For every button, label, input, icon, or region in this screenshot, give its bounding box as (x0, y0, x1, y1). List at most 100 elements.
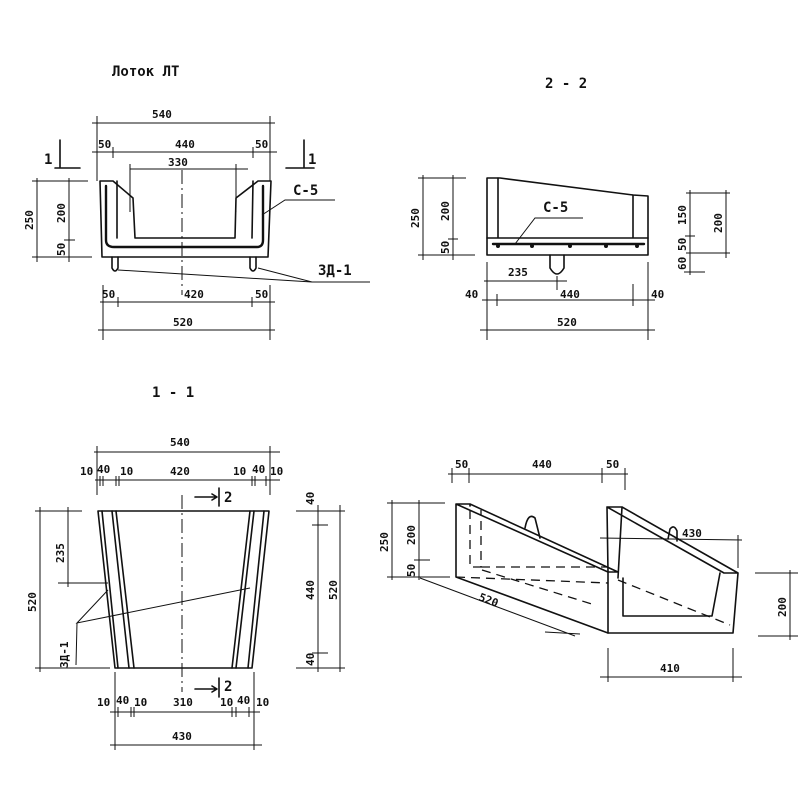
dim-540: 540 (152, 108, 172, 121)
dim-line-200-right (755, 570, 798, 640)
dim-420: 420 (184, 288, 204, 301)
leader-zd1 (117, 267, 370, 283)
dim-50-right: 50 (255, 138, 268, 151)
dim-250: 250 (409, 208, 422, 228)
label-c5: С-5 (293, 183, 318, 199)
dim-40-right: 40 (651, 288, 664, 301)
section-2-2: 2 - 2 С-5 250 200 50 235 40 440 40 520 1… (409, 76, 730, 340)
isometric-view: 50 440 50 250 200 50 520 430 200 410 (378, 458, 798, 682)
dim-410: 410 (660, 662, 680, 675)
section-title-2-2: 2 - 2 (545, 76, 587, 92)
section-1-1: 1 - 1 2 2 540 10 40 10 420 10 40 10 520 … (26, 385, 345, 750)
plan-outline (97, 510, 270, 669)
section-inner-lines (486, 177, 649, 239)
dim-top-2: 40 (97, 463, 110, 476)
dim-330: 330 (168, 156, 188, 169)
dim-440: 440 (532, 458, 552, 471)
section-mark-top: 2 (224, 490, 232, 506)
dim-top-6: 40 (252, 463, 265, 476)
dim-lines-left (32, 178, 92, 262)
section-arrow-right (285, 139, 315, 169)
dim-200-right: 200 (712, 213, 725, 233)
dim-440: 440 (560, 288, 580, 301)
dim-50-left: 50 (455, 458, 468, 471)
dim-40-top: 40 (304, 492, 317, 505)
dim-200-right: 200 (776, 597, 789, 617)
dim-200: 200 (439, 201, 452, 221)
dim-50-left: 50 (98, 138, 111, 151)
dim-bottom-1: 10 (97, 696, 110, 709)
rebar-mesh (104, 184, 265, 249)
dim-top-5: 10 (233, 465, 246, 478)
dim-50-leg-right: 50 (255, 288, 268, 301)
dim-lines-top (92, 116, 277, 212)
dim-150: 150 (676, 205, 689, 225)
dim-235: 235 (54, 543, 67, 563)
dim-430: 430 (682, 527, 702, 540)
dim-50-right: 50 (676, 238, 689, 251)
dim-top-1: 10 (80, 465, 93, 478)
dim-lines-top (448, 468, 628, 490)
leader-zd1 (75, 587, 251, 666)
dim-bottom-2: 40 (116, 694, 129, 707)
label-zd1: ЗД-1 (58, 641, 71, 668)
dim-bottom-4: 310 (173, 696, 193, 709)
dim-50-leg-left: 50 (102, 288, 115, 301)
dim-line-430 (599, 535, 743, 568)
dim-bottom-5: 10 (220, 696, 233, 709)
dim-250: 250 (23, 210, 36, 230)
dim-top-7: 10 (270, 465, 283, 478)
trough-outline (99, 180, 272, 258)
section-arrow-left (54, 139, 81, 169)
dim-50-base: 50 (55, 243, 68, 256)
dim-50-right: 50 (606, 458, 619, 471)
dim-lines-bottom (480, 262, 655, 340)
dim-lines-bottom (110, 672, 262, 750)
dim-lines-left (387, 500, 450, 580)
dim-lines-bottom (98, 285, 275, 340)
dim-440: 440 (175, 138, 195, 151)
lifting-hook-right (667, 526, 678, 542)
dim-540: 540 (170, 436, 190, 449)
dim-200: 200 (405, 525, 418, 545)
dim-520-right: 520 (327, 580, 340, 600)
dim-50: 50 (439, 241, 452, 254)
dim-50: 50 (405, 564, 418, 577)
dim-bottom-7: 10 (256, 696, 269, 709)
inner-wall-lines (116, 180, 254, 239)
section-title-1-1: 1 - 1 (152, 385, 194, 401)
section-mark-bottom: 2 (224, 679, 232, 695)
dim-bottom-3: 10 (134, 696, 147, 709)
dim-200: 200 (55, 203, 68, 223)
lifting-leg-left (111, 256, 119, 272)
section-outline (486, 177, 649, 256)
dim-line-520 (419, 577, 581, 637)
lifting-hook (549, 254, 565, 275)
dim-520: 520 (26, 592, 39, 612)
right-part (606, 506, 739, 634)
dim-bottom-6: 40 (237, 694, 250, 707)
dim-440: 440 (304, 580, 317, 600)
dim-235: 235 (508, 266, 528, 279)
front-view: 540 50 440 50 330 1 1 250 200 50 С-5 ЗД-… (23, 108, 370, 340)
dim-lines-right (684, 190, 730, 275)
dim-top-4: 420 (170, 465, 190, 478)
section-arrow-bottom (194, 677, 220, 698)
lifting-leg-right (249, 256, 257, 272)
section-mark-left: 1 (44, 152, 52, 168)
dim-520: 520 (557, 316, 577, 329)
dim-40-bottom: 40 (304, 653, 317, 666)
dim-top-3: 10 (120, 465, 133, 478)
wall-lines (101, 510, 265, 669)
rebar-dots (496, 244, 639, 248)
leader-c5 (261, 199, 335, 216)
lifting-hook-left (524, 515, 541, 539)
dim-60: 60 (676, 257, 689, 270)
dim-lines-right (296, 505, 345, 672)
dim-lines-left (418, 175, 475, 260)
section-arrow-top (194, 487, 220, 507)
dim-lines-top (94, 446, 280, 495)
dim-40-left: 40 (465, 288, 478, 301)
dim-520: 520 (173, 316, 193, 329)
label-c5: С-5 (543, 200, 568, 216)
